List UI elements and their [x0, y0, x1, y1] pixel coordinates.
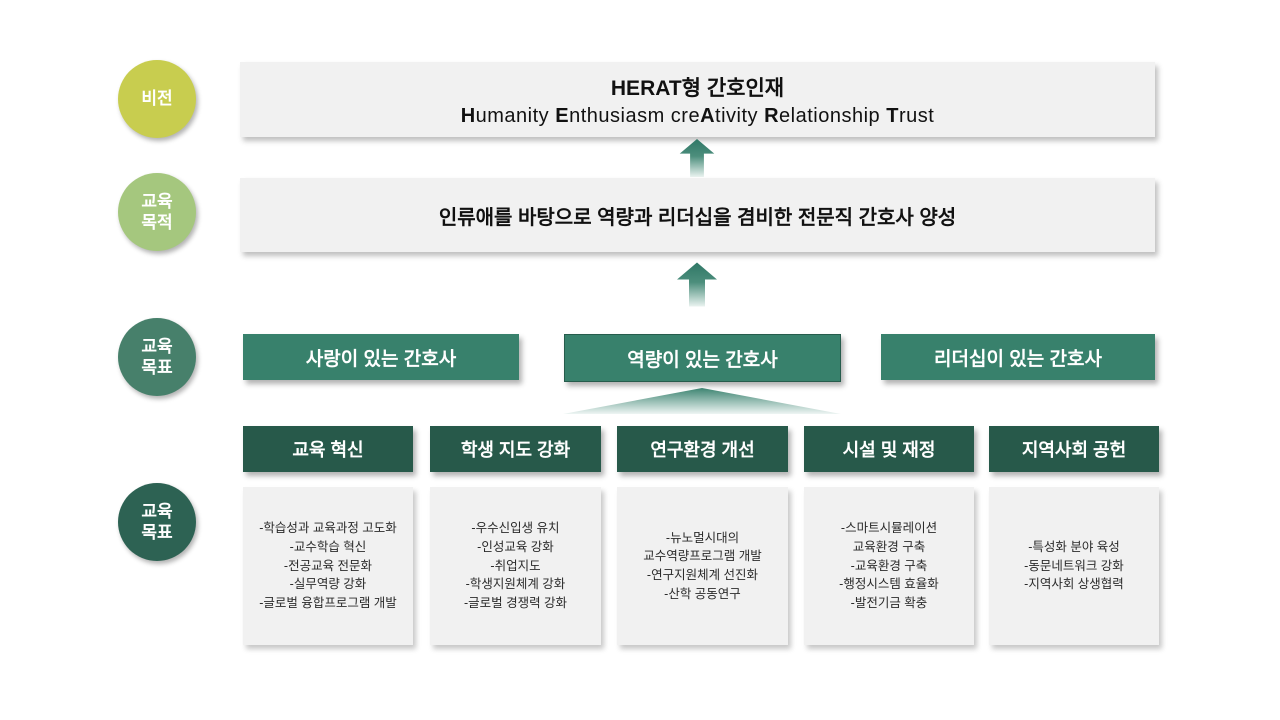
strategy-body-community-contribution: -특성화 분야 육성 -동문네트워크 강화 -지역사회 상생협력: [989, 487, 1159, 645]
badge-education-strategies: 교육 목표: [118, 483, 196, 561]
strategy-item-line: -실무역량 강화: [289, 577, 367, 592]
strategy-item-line: -학생지원체계 강화: [465, 577, 566, 592]
strategy-header-community-contribution: 지역사회 공헌: [989, 426, 1159, 472]
vision-subtitle: Humanity Enthusiasm creAtivity Relations…: [461, 105, 935, 128]
subtitle-segment: tivity: [715, 104, 765, 127]
strategy-item-line: -교수학습 혁신: [289, 539, 367, 554]
strategy-body-student-guidance: -우수신입생 유치 -인성교육 강화 -취업지도 -학생지원체계 강화 -글로벌 경쟁력…: [430, 487, 601, 645]
strategy-header-facilities-finance: 시설 및 재정: [804, 426, 974, 472]
strategy-header-education-innovation: 교육 혁신: [243, 426, 413, 472]
strategy-header-research-environment: 연구환경 개선: [617, 426, 788, 472]
strategy-header-student-guidance: 학생 지도 강화: [430, 426, 601, 472]
subtitle-segment: umanity: [475, 104, 556, 127]
strategy-item-line: -학습성과 교육과정 고도화: [259, 521, 397, 536]
up-arrow-icon: [677, 262, 717, 307]
subtitle-segment: H: [460, 104, 476, 127]
badge-vision: 비전: [118, 60, 196, 138]
purpose-box: 인류애를 바탕으로 역량과 리더십을 겸비한 전문직 간호사 양성: [240, 178, 1155, 252]
goal-box-competence: 역량이 있는 간호사: [564, 334, 841, 382]
strategy-item-line: -글로벌 경쟁력 강화: [463, 596, 568, 611]
strategy-item-line: -동문네트워크 강화: [1024, 558, 1124, 573]
subtitle-segment: rust: [898, 104, 935, 127]
strategy-item-line: -전공교육 전문화: [283, 558, 373, 573]
subtitle-segment: T: [886, 104, 899, 127]
subtitle-segment: R: [764, 104, 780, 127]
strategy-item-line: -연구지원체계 선진화: [646, 568, 759, 582]
subtitle-segment: nthusiasm cre: [569, 104, 701, 127]
strategy-item-line: -산학 공동연구: [664, 586, 741, 601]
strategy-item-line: -지역사회 상생협력: [1024, 577, 1124, 592]
strategy-body-education-innovation: -학습성과 교육과정 고도화 -교수학습 혁신 -전공교육 전문화 -실무역량 강화 -…: [243, 487, 413, 645]
subtitle-segment: elationship: [779, 104, 887, 127]
subtitle-segment: E: [555, 104, 570, 127]
subtitle-segment: A: [700, 104, 716, 127]
badge-education-purpose: 교육 목적: [118, 173, 196, 251]
strategy-item-line: -특성화 분야 육성: [1028, 539, 1120, 554]
badge-education-goals: 교육 목표: [118, 318, 196, 396]
strategy-item-line: -스마트시뮬레이션: [840, 521, 938, 536]
strategy-item-line: -취업지도: [490, 558, 541, 573]
strategy-item-line: -발전기금 확충: [850, 596, 928, 611]
strategy-item-line: -글로벌 융합프로그램 개발: [259, 596, 397, 611]
vision-box: HERAT형 간호인재 Humanity Enthusiasm creAtivi…: [240, 62, 1155, 137]
strategy-item-line: -교육환경 구축: [850, 558, 928, 573]
wide-up-arrow-icon: [563, 388, 841, 414]
strategy-item-line: -뉴노멀시대의: [665, 530, 740, 545]
strategy-item-line: -우수신입생 유치: [471, 521, 560, 536]
strategy-item-line: 교육환경 구축: [852, 539, 926, 554]
strategy-item-line: -인성교육 강화: [477, 539, 554, 554]
up-arrow-icon: [679, 139, 715, 177]
strategy-item-line: 교수역량프로그램 개발: [643, 549, 762, 564]
vision-title: HERAT형 간호인재: [610, 76, 785, 100]
purpose-text: 인류애를 바탕으로 역량과 리더십을 겸비한 전문직 간호사 양성: [438, 206, 957, 229]
goal-box-love: 사랑이 있는 간호사: [243, 334, 519, 380]
strategy-item-line: -행정시스템 효율화: [839, 577, 939, 592]
goal-box-leadership: 리더십이 있는 간호사: [881, 334, 1155, 380]
